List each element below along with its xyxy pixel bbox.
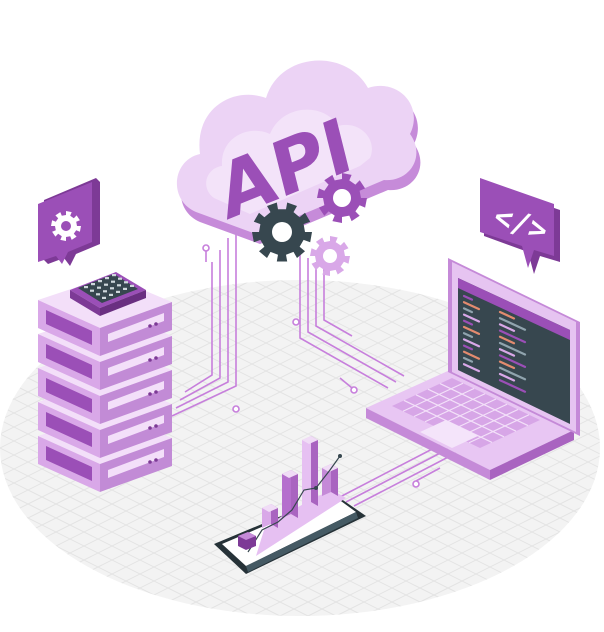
bar-chart-icon xyxy=(214,436,366,574)
gear-purple xyxy=(317,173,367,223)
gear-icon xyxy=(51,211,81,241)
gear-dark xyxy=(252,202,312,262)
gear-badge xyxy=(38,178,100,266)
keypad-device xyxy=(70,272,146,316)
gears-icon xyxy=(252,173,367,276)
code-badge: </> xyxy=(480,178,560,274)
gear-light xyxy=(310,236,350,276)
server-rack-icon xyxy=(38,272,172,492)
laptop-icon xyxy=(366,258,580,480)
connection-lines xyxy=(171,230,457,507)
